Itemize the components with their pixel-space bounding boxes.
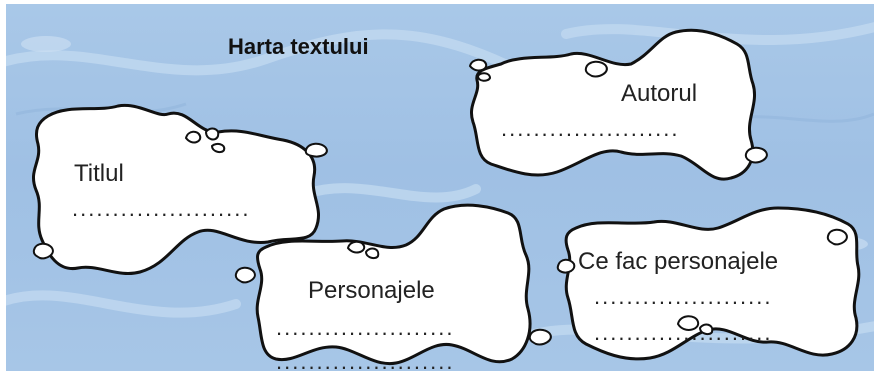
- answer-line-ce-fac-1[interactable]: ......................: [594, 284, 773, 309]
- page-title: Harta textului: [228, 34, 369, 59]
- rock-icon: [304, 142, 328, 158]
- answer-line-titlul[interactable]: ......................: [72, 196, 251, 221]
- rock-icon: [32, 242, 54, 260]
- answer-line-autorul[interactable]: ......................: [501, 116, 680, 141]
- cloud-shape: [470, 28, 756, 181]
- cloud-shape: [255, 203, 532, 366]
- water-background: Harta textului Titlul ..................…: [6, 4, 874, 371]
- island-ce-fac-personajele: Ce fac personajele .....................…: [558, 204, 863, 364]
- rock-icon: [234, 266, 256, 284]
- island-titlul: Titlul ......................: [28, 103, 328, 279]
- island-label-personajele: Personajele: [308, 277, 435, 304]
- island-label-ce-fac: Ce fac personajele: [578, 248, 779, 275]
- island-label-autorul: Autorul: [621, 80, 698, 107]
- rock-icon: [826, 228, 848, 246]
- cloud-shape: [32, 103, 320, 275]
- island-label-titlul: Titlul: [74, 160, 124, 187]
- rock-icon: [676, 315, 714, 336]
- answer-line-personajele-2[interactable]: ......................: [276, 349, 455, 371]
- cloud-shape: [564, 206, 861, 361]
- rock-icon: [184, 127, 226, 154]
- island-autorul: Autorul ......................: [461, 24, 761, 209]
- rock-icon: [556, 258, 576, 274]
- rock-icon: [744, 146, 768, 164]
- rock-icon: [528, 328, 552, 346]
- answer-line-personajele-1[interactable]: ......................: [276, 315, 455, 340]
- island-personajele: Personajele ...................... .....…: [246, 199, 536, 371]
- rock-icon: [346, 240, 380, 260]
- rock-icon: [468, 58, 492, 82]
- rock-icon: [584, 60, 608, 78]
